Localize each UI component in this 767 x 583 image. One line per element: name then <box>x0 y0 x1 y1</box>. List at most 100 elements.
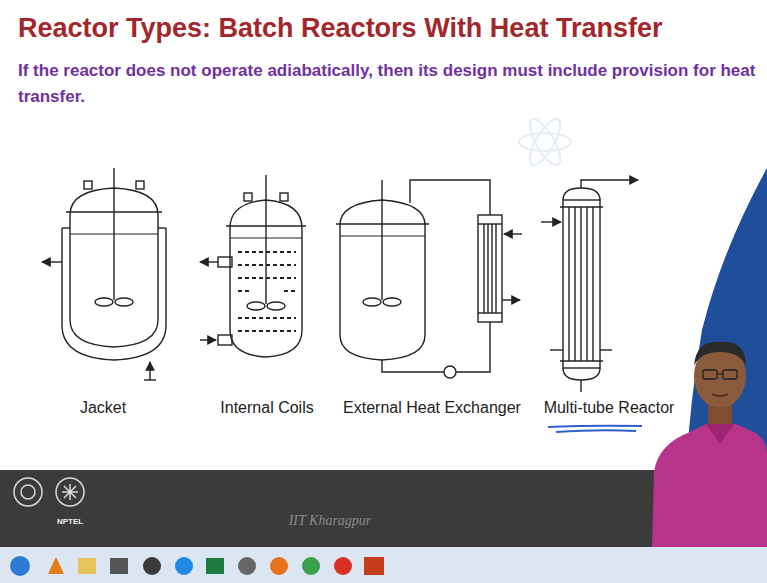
taskbar-icons <box>206 558 224 574</box>
slide-title: Reactor Types: Batch Reactors With Heat … <box>18 13 662 43</box>
external-exchanger-loop <box>456 322 490 372</box>
coiled-vessel <box>238 264 296 266</box>
jacketed-vessel <box>144 379 156 380</box>
figure-label-box: Jacket <box>48 398 158 417</box>
taskbar-icons <box>143 557 161 575</box>
watermark-text: IIT Kharagpur <box>289 513 372 528</box>
institute-logo <box>21 485 35 499</box>
coiled-vessel <box>200 339 216 340</box>
multi-tube-reactor <box>563 188 600 200</box>
multi-tube-reactor <box>580 380 581 392</box>
external-exchanger-loop <box>487 224 488 313</box>
institute-logo <box>14 478 42 506</box>
figure-label-box: External Heat Exchanger <box>334 398 530 417</box>
external-exchanger-loop <box>483 224 484 313</box>
external-exchanger-loop <box>444 366 456 378</box>
figure-label-box: Multi-tube Reactor <box>537 398 681 417</box>
figure-label: Multi-tube Reactor <box>544 399 675 416</box>
external-exchanger-loop <box>478 215 502 322</box>
multi-tube-reactor <box>600 349 612 350</box>
jacketed-vessel <box>62 227 70 228</box>
coiled-vessel <box>244 193 252 201</box>
pen-annotation <box>548 426 642 427</box>
coiled-vessel <box>238 252 296 331</box>
watermark-icon <box>524 115 566 169</box>
coiled-vessel <box>218 335 232 345</box>
presenter-photo <box>717 373 723 374</box>
taskbar-icons <box>175 557 193 575</box>
taskbar-icons <box>334 557 352 575</box>
logo-text: NPTEL <box>57 517 83 526</box>
multi-tube-reactor <box>541 180 638 392</box>
slide-subtitle-box: If the reactor does not operate adiabati… <box>18 58 763 111</box>
slide-subtitle: If the reactor does not operate adiabati… <box>18 61 755 106</box>
jacketed-vessel <box>158 227 166 228</box>
multi-tube-reactor <box>574 207 575 361</box>
external-exchanger-loop <box>478 223 502 224</box>
pen-annotation <box>556 430 636 432</box>
external-exchanger-loop <box>491 224 492 313</box>
external-exchanger-loop <box>410 180 490 215</box>
multi-tube-reactor <box>563 200 600 368</box>
coiled-vessel <box>280 193 288 201</box>
coiled-vessel <box>200 261 218 262</box>
institute-logo <box>56 478 84 506</box>
multi-tube-reactor <box>586 207 587 361</box>
coiled-vessel <box>284 290 296 292</box>
multi-tube-reactor <box>592 207 593 361</box>
coiled-vessel <box>238 251 296 253</box>
presenter-photo <box>652 342 767 547</box>
figure-label: Internal Coils <box>220 399 313 416</box>
external-exchanger-loop <box>502 299 520 300</box>
jacketed-vessel <box>149 362 150 380</box>
external-exchanger-loop <box>382 360 444 372</box>
multi-tube-reactor <box>541 221 561 222</box>
jacketed-vessel <box>42 261 62 262</box>
watermark-icon <box>519 133 571 151</box>
external-exchanger-loop <box>478 312 502 313</box>
external-exchanger-loop <box>504 233 522 234</box>
presenter-photo <box>723 370 737 379</box>
figure-label: External Heat Exchanger <box>343 399 521 416</box>
coiled-vessel <box>238 277 296 279</box>
taskbar <box>0 547 767 583</box>
external-exchanger-loop <box>381 180 382 300</box>
multi-tube-reactor <box>550 349 563 350</box>
multi-tube-reactor <box>580 207 581 361</box>
slide-title-box: Reactor Types: Batch Reactors With Heat … <box>18 12 763 44</box>
taskbar-icons <box>110 558 128 574</box>
institute-logo <box>14 478 84 506</box>
presenter-photo <box>706 424 734 444</box>
jacketed-vessel <box>42 168 166 380</box>
external-exchanger-loop <box>495 224 496 313</box>
presenter-photo <box>694 342 746 366</box>
coiled-vessel <box>238 290 250 292</box>
coiled-vessel <box>238 330 296 332</box>
taskbar-icons <box>238 557 256 575</box>
jacketed-vessel <box>113 168 114 300</box>
institute-logo <box>62 484 78 500</box>
presenter-photo <box>703 370 737 379</box>
jacketed-vessel <box>95 298 113 306</box>
taskbar-icons <box>302 557 320 575</box>
coiled-vessel <box>238 317 296 319</box>
coiled-vessel <box>265 175 266 304</box>
multi-tube-reactor <box>563 368 600 380</box>
jacketed-vessel <box>115 298 133 306</box>
taskbar-icons <box>10 556 30 576</box>
watermark-icon <box>524 115 566 169</box>
jacketed-vessel <box>84 181 92 189</box>
coiled-vessel <box>218 257 232 267</box>
coiled-vessel <box>247 302 265 310</box>
taskbar-icons <box>364 557 384 575</box>
jacketed-vessel <box>136 181 144 189</box>
taskbar-icons <box>48 557 64 574</box>
coiled-vessel <box>200 175 306 357</box>
coiled-vessel <box>267 302 285 310</box>
taskbar-icons <box>10 556 384 576</box>
multi-tube-reactor <box>581 180 638 188</box>
presenter-photo <box>712 394 728 396</box>
taskbar-icons <box>270 557 288 575</box>
